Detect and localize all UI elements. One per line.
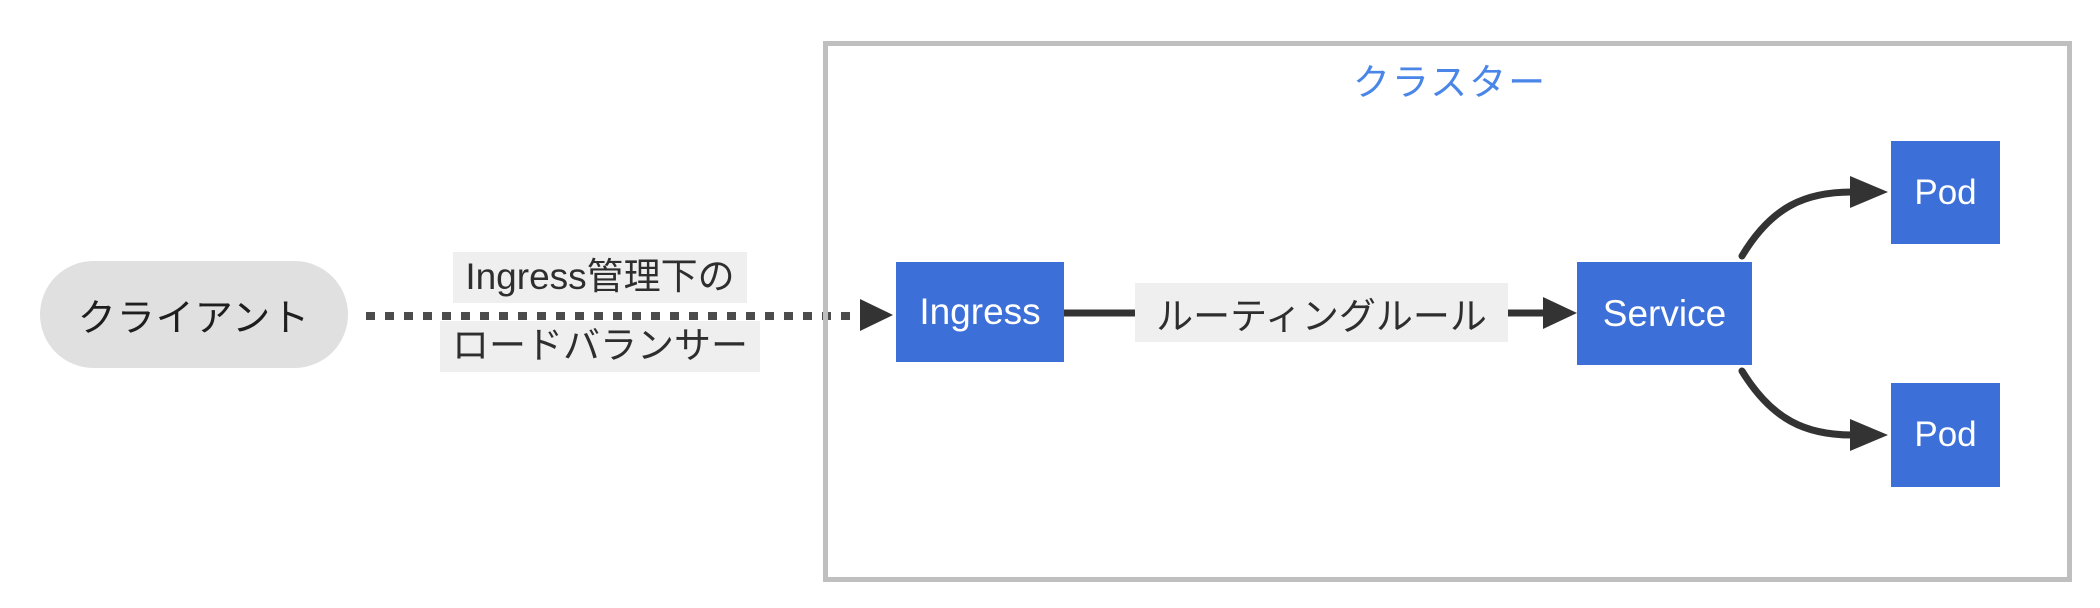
dotted-arrow-client-to-ingress: [366, 299, 893, 331]
pod-top-label: Pod: [1914, 172, 1977, 212]
pod-node-top: Pod: [1891, 141, 2000, 244]
curved-arrow-service-to-pod-top: [1738, 176, 1888, 260]
curved-arrow-service-to-pod-bottom: [1738, 367, 1888, 451]
pod-bottom-label: Pod: [1914, 415, 1977, 454]
routing-rule-label-text: ルーティングルール: [1156, 295, 1487, 337]
client-label: クライアント: [77, 298, 311, 340]
service-node-label: Service: [1602, 292, 1727, 334]
routing-rule-label: ルーティングルール: [1135, 283, 1508, 342]
ingress-load-balancer-label: Ingress管理下の ロードバランサー: [400, 252, 800, 372]
cluster-boundary: [823, 41, 2072, 582]
cluster-label: クラスター: [1352, 62, 1548, 103]
arrowhead-icon: [1850, 419, 1888, 451]
lb-label-line2-wrap: ロードバランサー: [400, 321, 800, 372]
client-node: クライアント: [40, 261, 348, 368]
ingress-node: Ingress: [896, 262, 1064, 362]
ingress-node-label: Ingress: [919, 291, 1041, 332]
lb-label-line2: ロードバランサー: [440, 321, 760, 372]
arrowhead-icon: [1850, 176, 1888, 208]
arrowhead-icon: [860, 299, 893, 331]
arrowhead-icon: [1543, 297, 1577, 329]
service-node: Service: [1577, 262, 1752, 365]
lb-label-line1: Ingress管理下の: [453, 252, 747, 303]
lb-label-line1-wrap: Ingress管理下の: [400, 252, 800, 303]
pod-node-bottom: Pod: [1891, 383, 2000, 487]
